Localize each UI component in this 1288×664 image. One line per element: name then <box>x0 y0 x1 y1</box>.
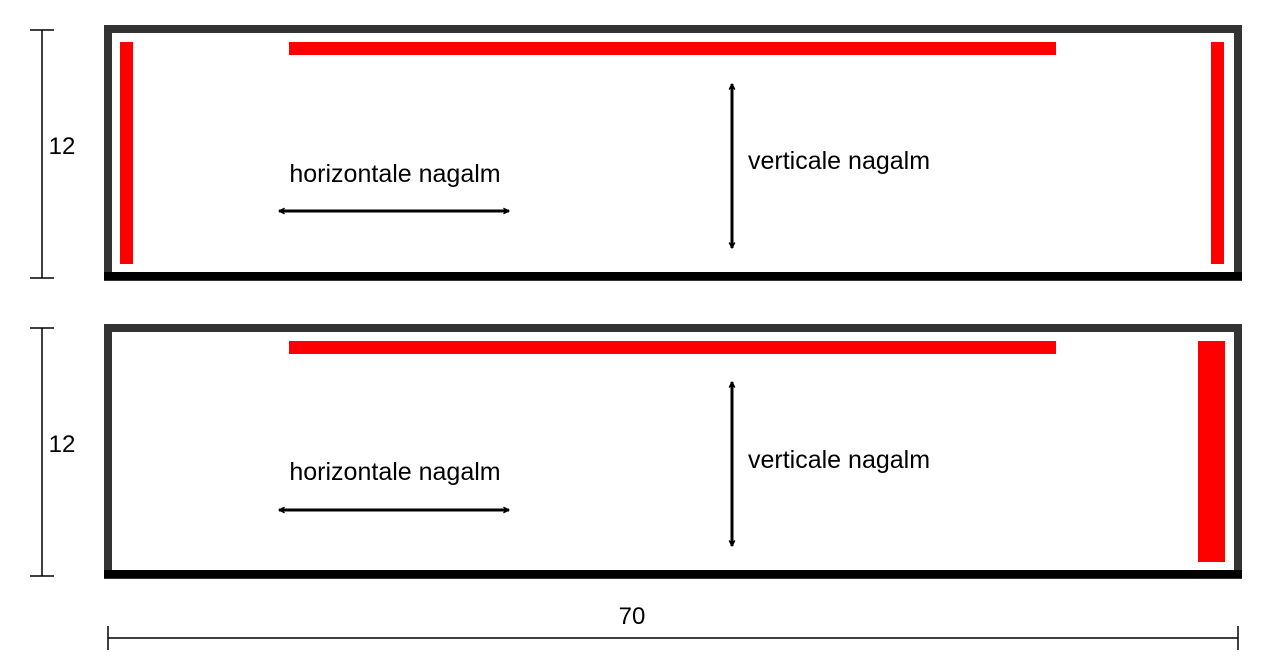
horizontal-reverb-label: horizontale nagalm <box>289 458 500 486</box>
room-frame <box>104 25 1242 281</box>
vertical-reverb-label: verticale nagalm <box>748 147 930 175</box>
room-top: horizontale nagalm verticale nagalm <box>104 25 1242 281</box>
dimension-height-bottom-label: 12 <box>49 431 76 458</box>
absorber-panel-right <box>1198 341 1225 562</box>
dimension-width: 70 <box>107 603 1239 650</box>
dimension-width-label: 70 <box>619 603 646 630</box>
absorber-panel-right <box>1211 42 1224 264</box>
horizontal-reverb-label: horizontale nagalm <box>289 160 500 188</box>
dimension-height-top-label: 12 <box>49 133 76 160</box>
room-bottom: horizontale nagalm verticale nagalm <box>104 324 1242 579</box>
room-frame <box>104 324 1242 579</box>
absorber-panel-ceiling <box>289 42 1056 55</box>
dimension-height-bottom: 12 <box>30 327 76 577</box>
absorber-panel-ceiling <box>289 341 1056 354</box>
absorber-panel-left <box>120 42 133 264</box>
dimension-height-top: 12 <box>30 29 76 279</box>
vertical-reverb-label: verticale nagalm <box>748 446 930 474</box>
